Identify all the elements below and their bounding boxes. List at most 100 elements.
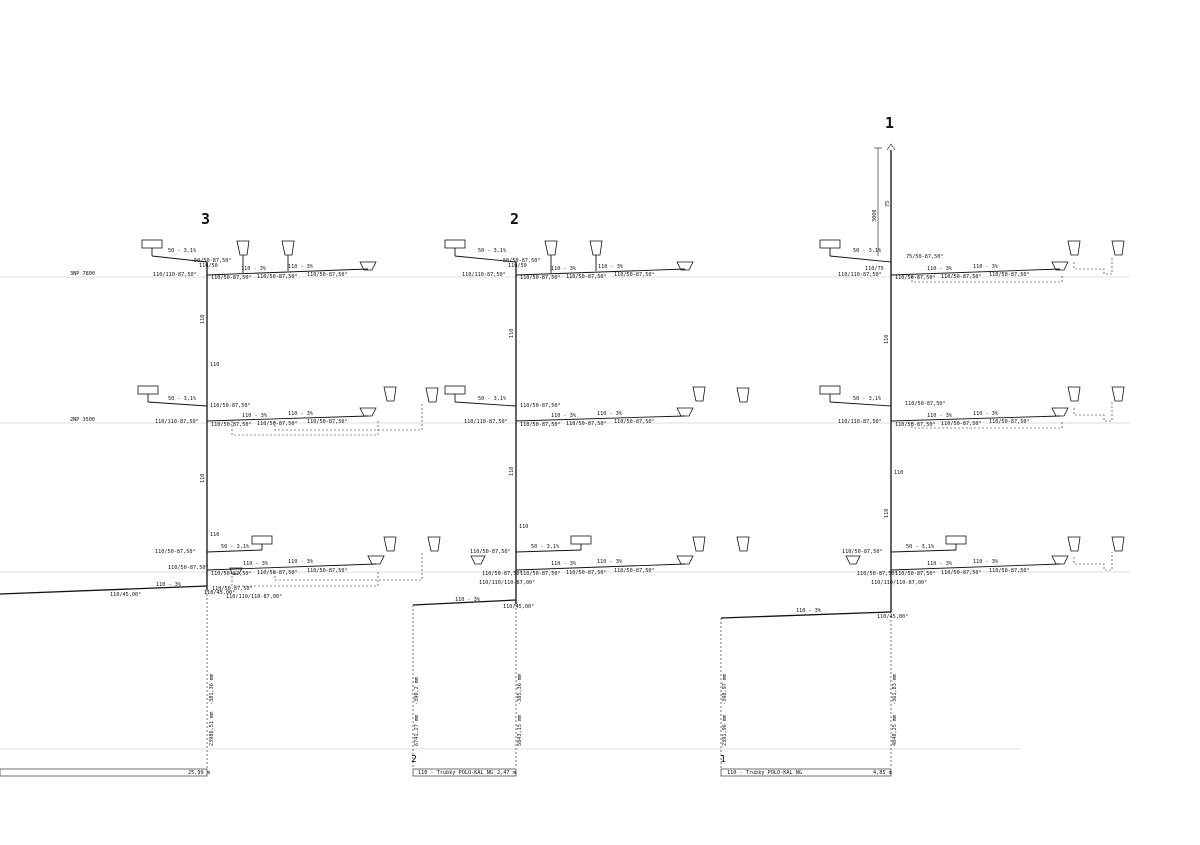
fitting-label: 110/50-87,50° [941,421,982,427]
branch-pipe [147,401,208,407]
pipe-label: 110 - 3% [796,608,822,614]
urinal-icon [383,536,397,552]
pipe-dn-label: 110 [200,315,206,324]
dim-label: -390,2 mm [414,677,420,705]
fitting-label: 110/50-87,50° [482,571,523,577]
vent-height-label: 3000 [872,210,878,223]
fitting-label: 110/50-87,50° [566,421,607,427]
length-label: 25,99 m [188,770,210,776]
branch-pipe-f1 [206,563,377,571]
pipe-label: 50 - 3,1% [853,396,882,402]
pipe-label: 110 - 3% [156,582,182,588]
fitting-label: 110/110-87,50° [838,272,882,278]
branch-pipe [829,401,892,407]
pipe-label: 110 - 3% [551,413,577,419]
fitting-label: 110/50-87,50° [211,275,252,281]
urinal-icon [1111,536,1125,552]
fitting-label: 110/50-87,50° [257,570,298,576]
fitting-label: 110/50-87,50° [989,272,1030,278]
length-label: 2,47 m [497,770,516,776]
fitting-label: 110/50-87,50° [566,570,607,576]
urinal-icon [736,387,750,403]
pipe-label: 110 - 3% [288,559,314,565]
washbasin-icon [570,535,592,545]
pipe-label: 110 - 3% [973,559,999,565]
fitting-label: 110/50-87,50° [857,571,898,577]
pipe-label: 110 - 3% [973,264,999,270]
pipe-label: 50 - 3,1% [478,248,507,254]
toilet-icon [1051,407,1069,417]
base-pipe [0,585,208,595]
pipe-dn-label: 110 [509,467,515,476]
toilet-icon [1051,555,1069,565]
pipe-dn-label: 110 [210,362,219,368]
branch-pipe [829,255,892,263]
length-label: 4,85 m [873,770,892,776]
fitting-label: 110/50-87,50° [307,568,348,574]
toilet-icon [676,407,694,417]
urinal-icon [1067,536,1081,552]
fitting-label: 110/110-87,50° [838,419,882,425]
pipe-label: 50 - 3,1% [221,544,250,550]
dim-label: 23986,51 mm [209,712,215,746]
urinal-icon [427,536,441,552]
washbasin-icon [819,385,841,395]
toilet-icon [359,261,377,271]
fitting-label: 110/110/110-87,00° [871,580,927,586]
fitting-label: 110/50-87,50° [212,586,253,592]
fitting-label: 110/50-87,50° [614,419,655,425]
fitting-label: 110/50-87,50° [211,422,252,428]
branch-pipe [151,255,208,263]
pipe-spec-box [720,768,892,777]
pipe-label: 50 - 3,1% [168,396,197,402]
toilet-icon [676,555,694,565]
fitting-label: 110/50-87,50° [895,422,936,428]
fitting-label: 110/50-87,50° [989,419,1030,425]
riser-2-tag: 2 [510,210,519,228]
urinal-icon [692,536,706,552]
vent-dashed [274,402,423,431]
fitting-label: 110/50-87,50° [520,571,561,577]
fitting-label: 110/50-87,50° [989,568,1030,574]
washbasin-icon [251,535,273,545]
pipe-label: 50 - 3,1% [168,248,197,254]
pipe-label: 50 - 3,1% [478,396,507,402]
base-marker-2: 2 [411,754,417,765]
branch-pipe [454,255,517,263]
urinal-icon [736,536,750,552]
fitting-label: 75/50-87,50° [906,254,943,260]
pipe-label: 110 - 3% [551,266,577,272]
pipe-label: 110 - 3% [973,411,999,417]
branch-pipe-f2 [206,415,369,422]
dim-label: -398,97 mm [722,674,728,705]
washbasin-icon [444,385,466,395]
fitting-label: 110/50-87,50° [614,272,655,278]
fitting-label: 110/50-87,50° [168,565,209,571]
toilet-icon [359,407,377,417]
pipe-dn-label: 110 [509,329,515,338]
fitting-label: 110/110-87,50° [153,272,197,278]
branch-pipe [515,549,582,553]
fitting-label: 110/45,00° [877,614,908,620]
dim-label: -381,36 mm [209,674,215,705]
pipe-dn-label: 110 [884,509,890,518]
riser-3: 3 50 - 3,1% 50/50-87,50° 110/50 110/110-… [0,210,441,777]
dim-label: 6741,27 mm [414,715,420,746]
branch-pipe-f2 [890,415,1061,422]
fitting-label: 110/50-87,50° [941,274,982,280]
pipe-label: 110 - 3% [598,264,624,270]
pipe-dn-label: 110 [210,532,219,538]
fitting-label: 110/110-87,50° [155,419,199,425]
vent-dashed [1073,402,1113,422]
vent-dn-label: 75 [885,201,891,207]
urinal-icon [544,240,558,256]
urinal-icon [1111,240,1125,256]
riser-2: 2 50 - 3,1% 50/50-87,50° 110/50 110/110-… [411,210,750,777]
pipe-label: 110 - 3% [243,561,269,567]
branch-pipe-f3 [206,268,369,276]
toilet-icon [1051,261,1069,271]
pipe-label: 110 - 3% [241,266,267,272]
pipe-label: 110 - 3% [288,411,314,417]
fitting-label: 110/110-87,50° [462,272,506,278]
